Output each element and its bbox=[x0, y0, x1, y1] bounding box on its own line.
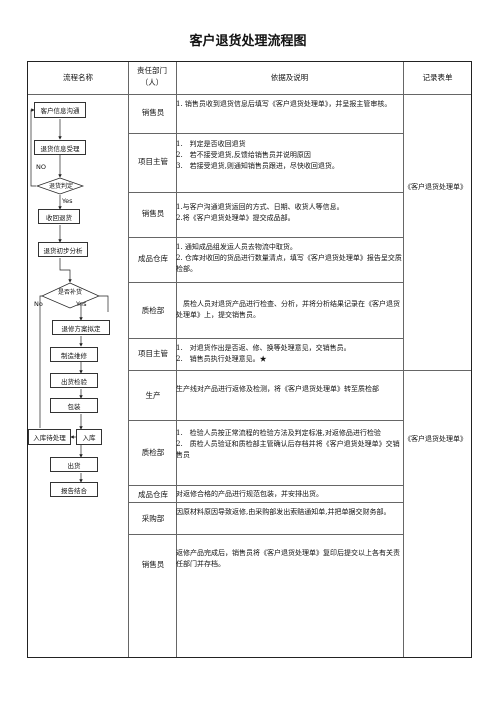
desc-line: 1.与客户沟通退货运回的方式、日期、收货人等信息。 bbox=[176, 203, 344, 211]
desc-cell: 对返修合格的产品进行规范包装，并安排出货。 bbox=[176, 489, 403, 500]
dept-cell: 成品仓库 bbox=[138, 490, 168, 499]
page-title: 客户退货处理流程图 bbox=[189, 34, 307, 49]
desc-cell: 1. 销售员收到退货信息后填写《客户退货处理单》，并呈报主管审核。 bbox=[176, 99, 403, 110]
col-divider bbox=[128, 62, 129, 657]
header-desc: 依据及说明 bbox=[270, 73, 309, 82]
desc-line: 1. 通知成品组发运人员去物流中取货。 bbox=[176, 243, 297, 251]
row-divider bbox=[128, 282, 403, 283]
desc-line: 3. 若接受退货,则通知销售员跟进，尽快收回退货。 bbox=[176, 162, 339, 170]
header-dept: 责任部门 （人） bbox=[137, 66, 167, 87]
desc-line: 返修产品完成后，销售员将《客户退货处理单》复印后提交以上各有关责任部门并存档。 bbox=[176, 549, 400, 568]
flow-box-manufacture-repair: 制造维修 bbox=[50, 347, 98, 362]
dept-cell: 成品仓库 bbox=[138, 254, 168, 263]
col-divider bbox=[403, 62, 404, 657]
row-divider bbox=[128, 420, 403, 421]
header-divider bbox=[28, 94, 471, 95]
desc-line: 2.将《客户退货处理单》提交成品部。 bbox=[176, 214, 295, 222]
dept-cell: 质检部 bbox=[141, 448, 165, 457]
record-cell: 《客户退货处理单》 bbox=[404, 183, 467, 191]
dept-cell: 项目主管 bbox=[138, 157, 168, 166]
decision-return-judgement: 退货判定 bbox=[48, 183, 73, 190]
desc-cell: 1.与客户沟通退货运回的方式、日期、收货人等信息。 2.将《客户退货处理单》提交… bbox=[176, 202, 403, 224]
dept-cell: 销售员 bbox=[141, 560, 165, 569]
decision-diamond bbox=[41, 282, 100, 309]
dept-cell: 采购部 bbox=[141, 514, 165, 523]
desc-line: 对返修合格的产品进行规范包装，并安排出货。 bbox=[176, 490, 323, 498]
row-divider bbox=[128, 338, 403, 339]
desc-line: 因原材料原因导致返修,由采购部发出索赔通知单,并把单据交财务部。 bbox=[176, 508, 391, 516]
flowchart-connectors bbox=[30, 108, 109, 483]
desc-line: 2. 销售员执行处理意见。★ bbox=[176, 355, 267, 363]
dept-cell: 质检部 bbox=[141, 306, 165, 315]
desc-cell: 质检人员对退货产品进行检查、分析，并将分析结果记录在《客户退货处理单》上，提交销… bbox=[176, 299, 403, 321]
row-divider bbox=[128, 192, 403, 193]
row-divider bbox=[128, 133, 403, 134]
col-divider bbox=[176, 62, 177, 657]
flow-box-shipping-inspection: 出货检验 bbox=[50, 373, 98, 388]
record-cell: 《客户退货处理单》 bbox=[404, 435, 467, 443]
dept-cell: 销售员 bbox=[141, 108, 165, 117]
desc-cell: 生产线对产品进行返修及检测，将《客户退货处理单》转至质检部 bbox=[176, 384, 403, 395]
desc-line: 质检人员对退货产品进行检查、分析，并将分析结果记录在《客户退货处理单》上，提交销… bbox=[176, 300, 400, 319]
flow-box-preliminary-analysis: 退货初步分析 bbox=[38, 242, 88, 257]
header-flow: 流程名称 bbox=[63, 73, 93, 82]
desc-line: 1. 销售员收到退货信息后填写《客户退货处理单》，并呈报主管审核。 bbox=[176, 100, 392, 108]
dept-cell: 销售员 bbox=[141, 209, 165, 218]
row-divider bbox=[128, 485, 403, 486]
flow-box-customer-communication: 客户信息沟通 bbox=[34, 102, 86, 118]
process-table: 流程名称 责任部门 （人） 依据及说明 记录表单 销售员 项目主管 销售员 成品… bbox=[27, 61, 472, 658]
row-divider bbox=[128, 534, 403, 535]
label-no: NO bbox=[36, 163, 46, 171]
desc-line: 1. 检验人员按正常流程的检验方法及判定标准,对返修品进行检验 bbox=[176, 429, 381, 437]
desc-line: 1. 判定是否收回退货 bbox=[176, 140, 246, 148]
row-divider bbox=[128, 370, 403, 371]
flow-box-packaging: 包装 bbox=[50, 398, 98, 413]
desc-cell: 因原材料原因导致返修,由采购部发出索赔通知单,并把单据交财务部。 bbox=[176, 507, 403, 518]
dept-cell: 项目主管 bbox=[138, 349, 168, 358]
decision-replenish: 是否补货 bbox=[57, 289, 82, 296]
desc-line: 2. 仓库对收回的货品进行数量清点，填写《客户退货处理单》报告呈交质检部。 bbox=[176, 254, 402, 273]
flow-box-storage: 入库 bbox=[76, 429, 102, 445]
desc-cell: 1. 对退货作出是否返、修、换等处理意见，交销售员。 2. 销售员执行处理意见。… bbox=[176, 343, 403, 365]
flow-box-repair-plan: 退修方案拟定 bbox=[52, 320, 110, 335]
dept-cell: 生产 bbox=[145, 391, 161, 400]
record-divider bbox=[403, 370, 471, 371]
desc-cell: 1. 通知成品组发运人员去物流中取货。 2. 仓库对收回的货品进行数量清点，填写… bbox=[176, 242, 403, 275]
desc-line: 1. 对退货作出是否返、修、换等处理意见，交销售员。 bbox=[176, 344, 351, 352]
flow-box-recover-return: 收回退货 bbox=[38, 209, 80, 224]
label-no: No bbox=[34, 300, 43, 308]
desc-cell: 1. 检验人员按正常流程的检验方法及判定标准,对返修品进行检验 2. 质检人员验… bbox=[176, 428, 403, 461]
desc-cell: 1. 判定是否收回退货 2. 若不接受退货,反馈给销售员并说明原因 3. 若接受… bbox=[176, 139, 403, 172]
flow-box-report-summary: 报告结合 bbox=[50, 482, 98, 497]
desc-cell: 返修产品完成后，销售员将《客户退货处理单》复印后提交以上各有关责任部门并存档。 bbox=[176, 548, 403, 570]
decision-diamond bbox=[35, 177, 85, 195]
desc-line: 2. 若不接受退货,反馈给销售员并说明原因 bbox=[176, 151, 311, 159]
row-divider bbox=[128, 237, 403, 238]
label-yes: Yes bbox=[62, 197, 73, 205]
label-yes: Yes bbox=[76, 300, 87, 308]
flow-box-pending-storage: 入库待处理 bbox=[28, 429, 71, 445]
row-divider bbox=[128, 502, 403, 503]
header-record: 记录表单 bbox=[422, 73, 453, 82]
desc-line: 2. 质检人员验证和质检部主管确认后存档并将《客户退货处理单》交销售员 bbox=[176, 440, 400, 459]
flow-box-return-acceptance: 退货信息受理 bbox=[34, 140, 86, 155]
flow-box-shipment: 出货 bbox=[50, 457, 98, 472]
desc-line: 生产线对产品进行返修及检测，将《客户退货处理单》转至质检部 bbox=[176, 385, 379, 393]
